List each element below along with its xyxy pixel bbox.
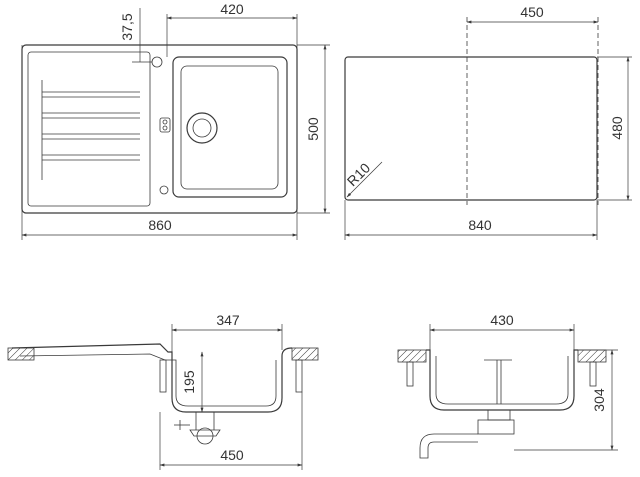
radius-leader — [346, 161, 383, 198]
label-450-top: 450 — [520, 4, 544, 20]
sink-profile-cross — [426, 349, 578, 411]
label-347: 347 — [216, 312, 240, 328]
tap-hole — [151, 56, 163, 68]
cutout-view: 450 480 840 R10 — [344, 4, 632, 240]
bowl-outer — [172, 56, 288, 198]
second-tap-hole — [159, 185, 169, 195]
label-r10: R10 — [344, 160, 374, 190]
bracket-right-cross — [589, 361, 597, 387]
counter-left — [7, 347, 35, 361]
overflow-pipe — [484, 359, 512, 404]
counter-right-cross — [577, 349, 607, 363]
label-840: 840 — [468, 217, 492, 233]
label-304: 304 — [591, 388, 607, 412]
label-500: 500 — [305, 117, 321, 141]
overflow-icon — [159, 117, 171, 133]
drainer-outline — [27, 51, 151, 207]
label-430: 430 — [490, 312, 514, 328]
label-420: 420 — [220, 1, 244, 17]
drain-inner — [192, 118, 212, 138]
label-480: 480 — [609, 116, 625, 140]
label-450-bottom: 450 — [220, 447, 244, 463]
counter-right — [291, 347, 319, 361]
drainer-grooves — [41, 80, 140, 180]
bracket-right — [295, 359, 303, 393]
cutout-rect — [344, 56, 598, 201]
label-195: 195 — [181, 370, 197, 394]
sink-profile — [11, 343, 293, 413]
bracket-left-cross — [406, 361, 414, 387]
label-860: 860 — [148, 217, 172, 233]
counter-left-cross — [397, 349, 427, 363]
waste-trap — [419, 409, 515, 459]
drain-outer — [186, 112, 218, 144]
sink-profile-inner — [19, 353, 277, 407]
section-long-view: 347 195 450 — [7, 312, 319, 470]
bracket-left — [159, 359, 167, 393]
drain-assembly — [174, 412, 221, 445]
bowl-inner — [180, 65, 279, 190]
sink-profile-cross-inner — [435, 356, 569, 405]
sink-plan-view: 860 420 500 37,5 — [21, 1, 330, 240]
section-cross-view: 430 304 — [397, 312, 618, 459]
label-37-5: 37,5 — [119, 13, 135, 40]
sink-outline — [21, 44, 298, 214]
